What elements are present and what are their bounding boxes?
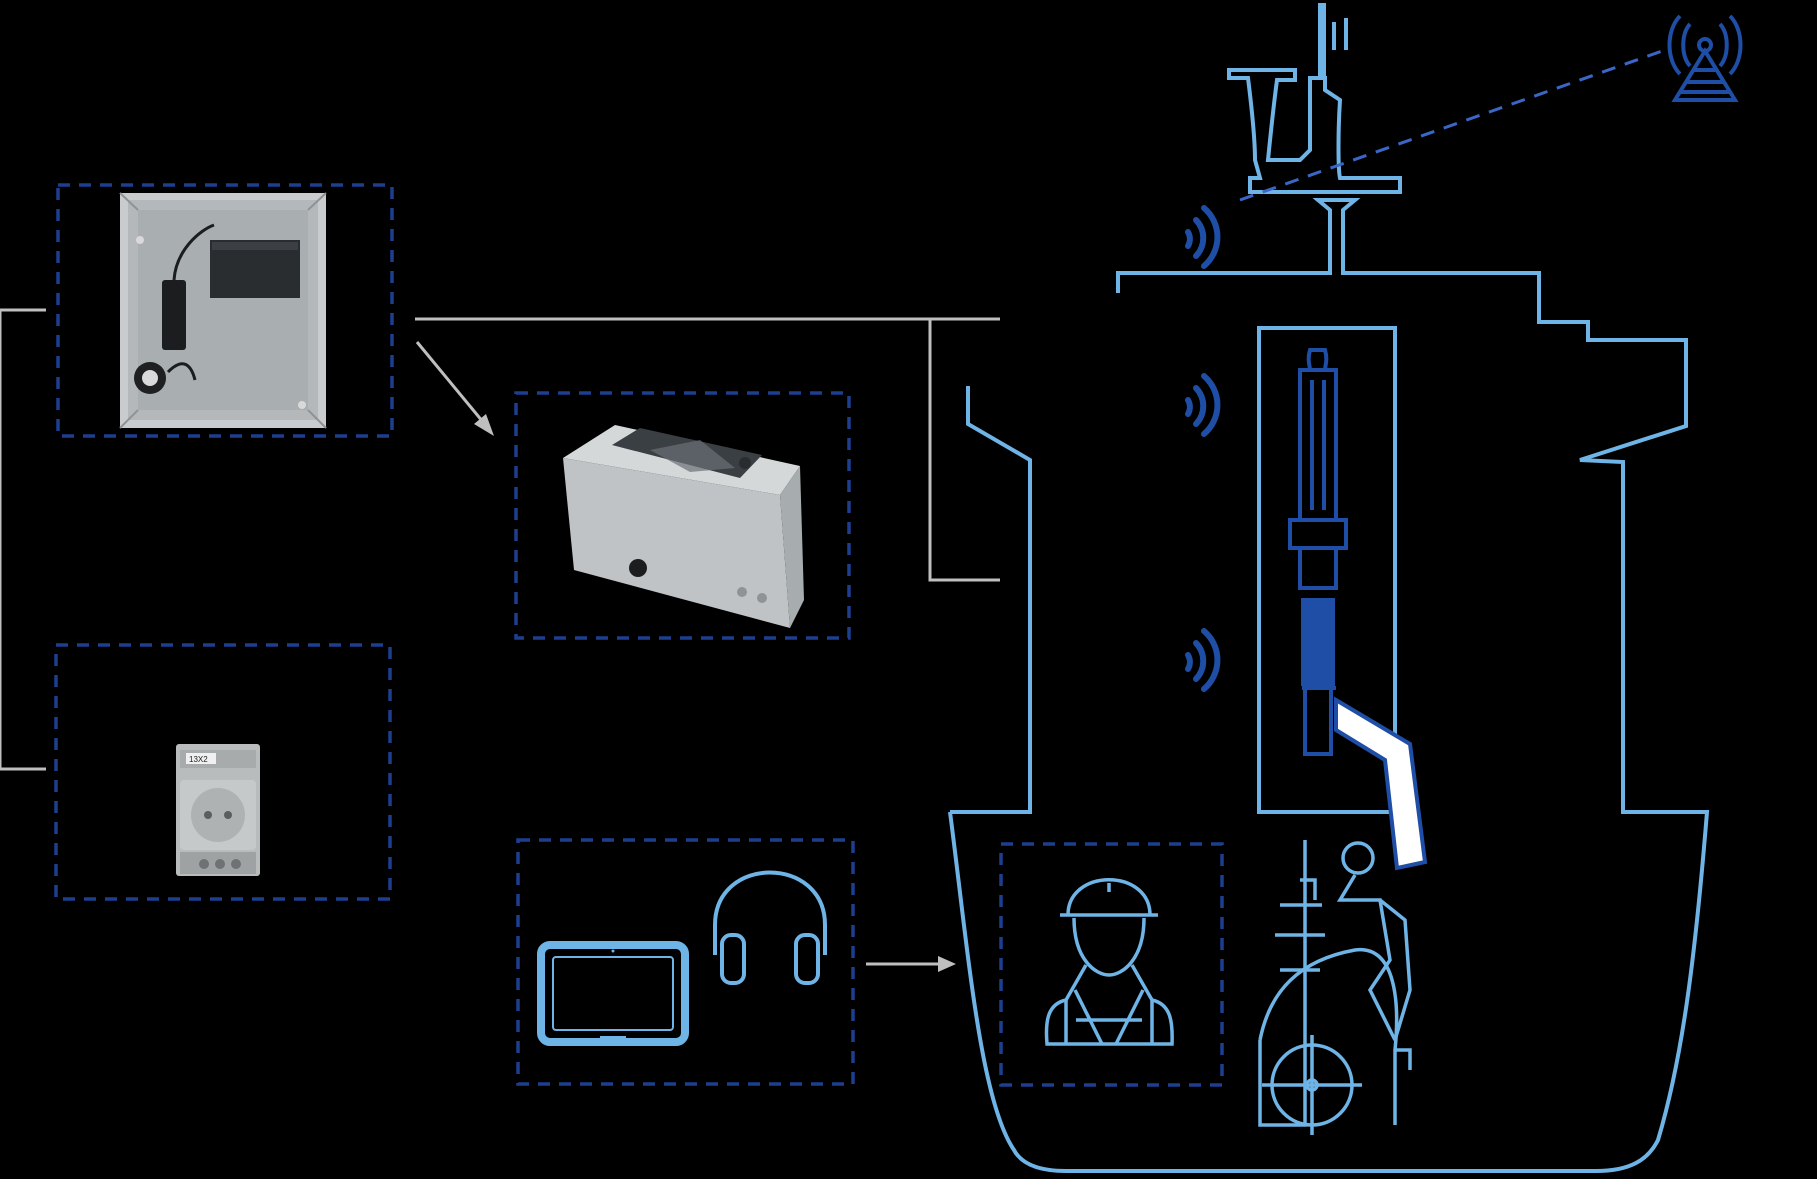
tablet-icon: [537, 941, 689, 1046]
cell-tower-icon: [1667, 14, 1743, 102]
ship-outline: [948, 3, 1710, 1173]
dashed-boxes: [54, 183, 1224, 1087]
socket-face: [191, 788, 245, 842]
arrow-to-monitor-line: [415, 341, 490, 429]
ship-hull: [948, 198, 1710, 1173]
arrowhead-monitor: [474, 414, 494, 436]
enclosure-photo: [119, 192, 327, 429]
arrowhead-ship: [938, 956, 956, 972]
left-bracket-line: [0, 308, 46, 771]
power-adapter: [162, 280, 186, 350]
mast: [1227, 68, 1402, 194]
wifi-signal-icon: [1185, 628, 1221, 692]
connector-lines: [0, 308, 1000, 966]
cable-gland: [629, 559, 647, 577]
antenna-link-line: [1239, 48, 1666, 202]
dashed-box-monitor: [514, 391, 851, 640]
din-socket-photo: 13X2: [176, 744, 260, 876]
socket-label: [186, 753, 216, 764]
wifi-signal-icon: [1185, 373, 1221, 437]
ship-engine-icon: [1258, 840, 1412, 1135]
monitor-button: [739, 457, 751, 469]
monitor-box-photo: [563, 425, 804, 628]
worker-icon: [1044, 878, 1174, 1046]
engine-room: [1257, 326, 1397, 814]
exhaust-bend: [1334, 696, 1428, 871]
ship-superstructure-left: [950, 386, 1032, 814]
dashed-box-devices: [516, 838, 855, 1086]
socket-label-text: 13X2: [189, 755, 208, 764]
vertical-connector-line: [928, 319, 1000, 582]
dashed-box-worker: [999, 842, 1224, 1087]
exhaust-pipe-icon: [1288, 348, 1348, 756]
headphones-icon: [713, 870, 827, 985]
wifi-signal-icon: [1185, 205, 1221, 269]
